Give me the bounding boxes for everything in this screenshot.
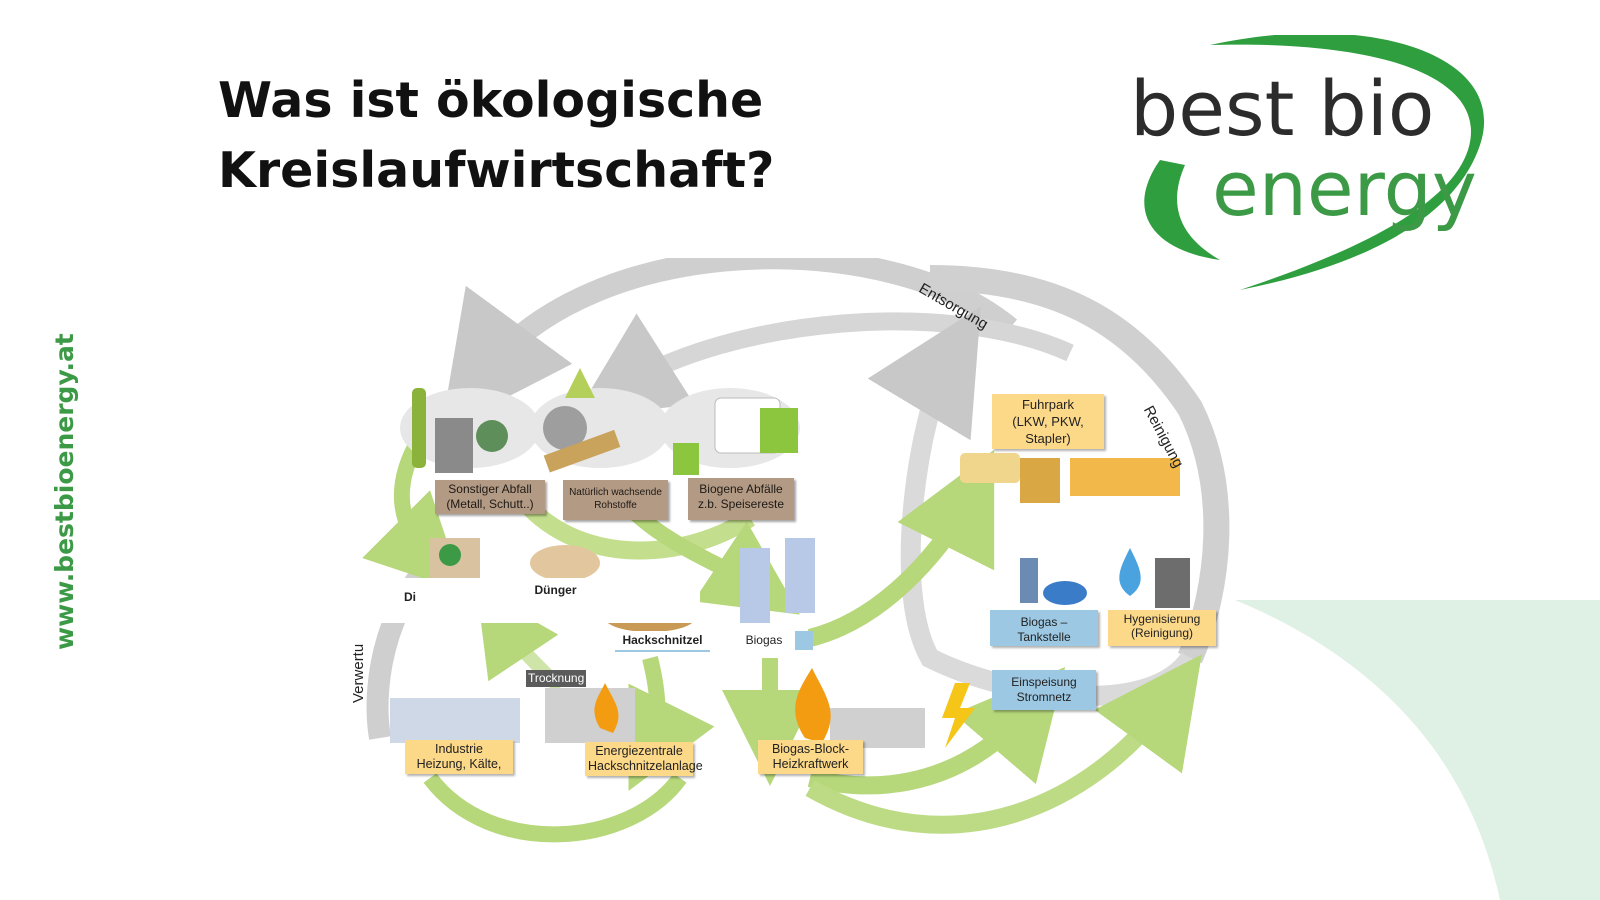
- green-arrow-to-einspeisung: [807, 667, 1066, 795]
- waste-bin-icon: [1155, 558, 1190, 608]
- logo-swoosh-left: [1144, 160, 1220, 260]
- lightning-icon: [942, 683, 975, 748]
- diagram-graphics: [362, 258, 1230, 843]
- sonstiger-abfall-label: Sonstiger Abfall (Metall, Schutt..): [435, 480, 545, 514]
- recycle-icon: [439, 544, 461, 566]
- natuerlich-wachsende-rohstoffe-label: Natürlich wachsende Rohstoffe: [563, 480, 668, 520]
- gas-pump-icon-2: [785, 538, 815, 613]
- slide-title: Was ist ökologische Kreislaufwirtschaft?: [218, 66, 774, 206]
- tree-icon: [565, 368, 595, 398]
- hackschnitzel-label: Hackschnitzel: [615, 631, 710, 652]
- fertilizer-icon: [530, 545, 600, 581]
- slide-title-line-1: Was ist ökologische: [218, 72, 764, 129]
- gray-arrow-top-left: [440, 258, 1018, 432]
- verwertung-label: Verwertu: [350, 643, 367, 703]
- trash-can-icon: [435, 418, 473, 473]
- website-url: www.bestbioenergy.at: [50, 333, 79, 650]
- logo-text-line-1: best bio: [1130, 64, 1434, 153]
- bottle-icon: [412, 388, 426, 468]
- cans-icon: [476, 420, 508, 452]
- truck-cab-icon: [760, 408, 798, 453]
- biogene-abfaelle-label: Biogene Abfälle z.b. Speisereste: [688, 478, 794, 520]
- green-arrow-bottom-left: [423, 773, 687, 843]
- van-icon: [960, 453, 1020, 483]
- biogas-tankstelle-label: Biogas – Tankstelle: [990, 610, 1098, 646]
- flame-icon-1: [594, 683, 619, 733]
- green-arrow-to-fuhrpark: [807, 449, 995, 647]
- water-drop-icon: [1119, 548, 1141, 596]
- bio-bin-icon: [673, 443, 699, 475]
- green-arrow-left-down: [362, 433, 464, 592]
- green-arrow-hackschnitzel-down: [628, 656, 715, 791]
- duenger-label: Dünger: [528, 583, 583, 598]
- slide-title-line-2: Kreislaufwirtschaft?: [218, 142, 775, 199]
- forklift-icon: [1020, 458, 1060, 503]
- trocknung-label: Trocknung: [526, 670, 586, 687]
- industrie-label: Industrie Heizung, Kälte,: [405, 740, 513, 774]
- einspeisung-stromnetz-label: Einspeisung Stromnetz: [992, 670, 1096, 710]
- energy-plant-icon: [545, 688, 635, 743]
- gray-arrow-top-middle: [574, 312, 1074, 417]
- biogas-label: Biogas: [733, 631, 813, 650]
- di-label: Di: [400, 590, 420, 605]
- gray-arrow-right-loop: [929, 265, 1230, 664]
- industry-building-icon: [390, 698, 520, 743]
- fuhrpark-label: Fuhrpark (LKW, PKW, Stapler): [992, 394, 1104, 449]
- saw-blade-icon: [543, 406, 587, 450]
- green-arrow-to-hygienisierung: [805, 654, 1202, 834]
- wood-logs-icon: [543, 429, 621, 473]
- flame-icon-2: [795, 668, 831, 743]
- charging-station-icon: [1020, 558, 1038, 603]
- biogas-bhkw-label: Biogas-Block- Heizkraftwerk: [758, 740, 863, 774]
- gas-pump-icon-1: [740, 548, 770, 623]
- best-bio-energy-logo: best bio energy: [1130, 35, 1485, 290]
- logo-text-line-2: energy: [1212, 144, 1477, 233]
- car-icon: [1043, 581, 1087, 605]
- product-label-strip: [330, 578, 700, 623]
- hygienisierung-label: Hygenisierung (Reinigung): [1108, 610, 1216, 646]
- dump-truck-icon: [1070, 458, 1180, 496]
- circular-economy-diagram: Entsorgung Reinigung Verwertu Sonstiger …: [330, 258, 1260, 868]
- energiezentrale-label: Energiezentrale Hackschnitzelanlage: [585, 742, 703, 776]
